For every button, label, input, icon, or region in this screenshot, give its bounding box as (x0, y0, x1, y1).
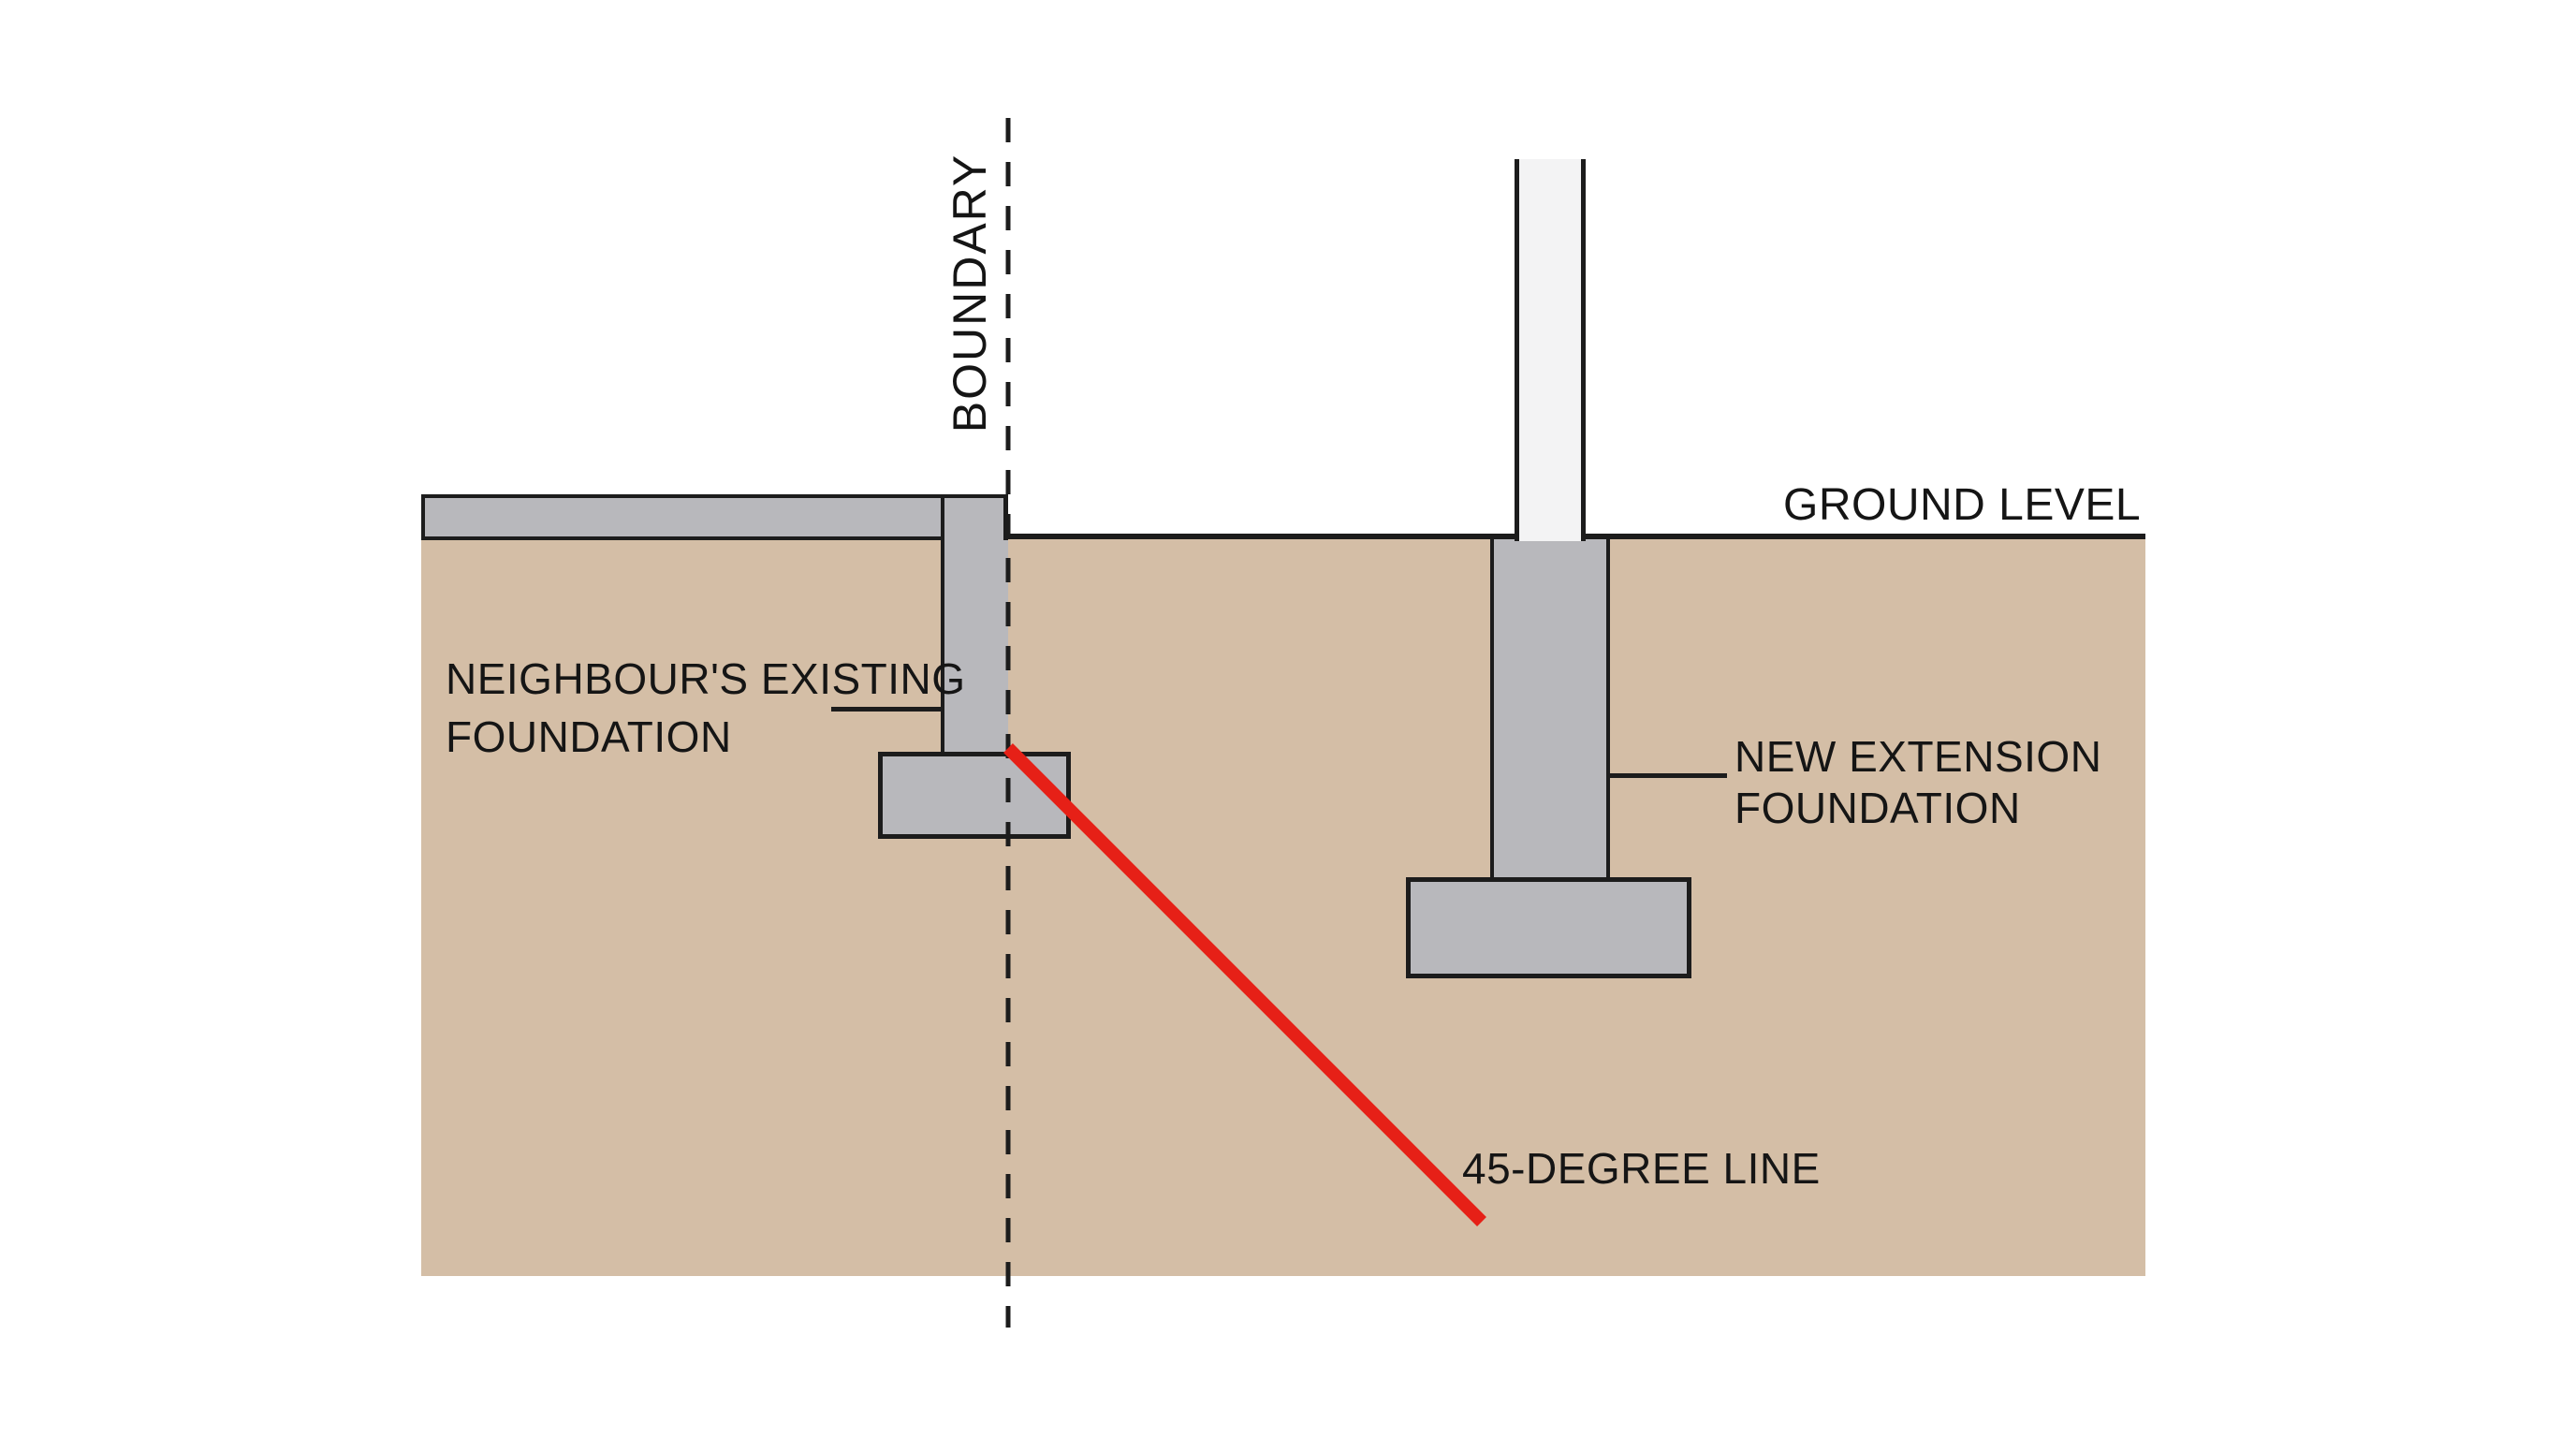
ground-level-label: GROUND LEVEL (1783, 480, 2142, 530)
extension-foundation-label-line2: FOUNDATION (1734, 784, 2021, 832)
neighbour-wall-right-edge (1003, 494, 1008, 540)
extension-foundation-label-line1: NEW EXTENSION (1734, 732, 2102, 781)
extension-label-leader-line (1606, 773, 1727, 778)
neighbour-foundation-label-line2: FOUNDATION (446, 712, 732, 761)
ground-level-line-left-segment (1008, 534, 1515, 539)
boundary-label: BOUNDARY (943, 153, 996, 433)
degree-line-label: 45-DEGREE LINE (1462, 1144, 1821, 1193)
soil-area (421, 537, 2145, 1276)
extension-foundation-wall (1490, 539, 1610, 878)
extension-wall-above-ground (1515, 159, 1586, 541)
neighbour-foundation-label: NEIGHBOUR'S EXISTING FOUNDATION (446, 650, 966, 766)
neighbour-floor-slab (421, 494, 941, 540)
neighbour-foundation-wall (941, 494, 1008, 752)
extension-footing (1406, 877, 1691, 978)
neighbour-foundation-label-line1: NEIGHBOUR'S EXISTING (446, 654, 966, 703)
ground-level-line-right-segment (1586, 534, 2145, 539)
neighbour-label-leader-line (831, 707, 941, 712)
